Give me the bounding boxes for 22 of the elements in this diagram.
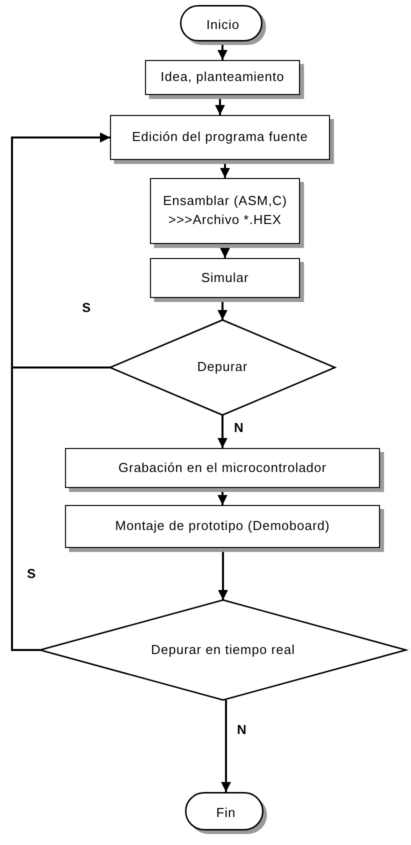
node-label: Inicio [205, 16, 241, 34]
arrow [11, 132, 110, 651]
edge-label: N [235, 722, 248, 737]
edge-label: S [80, 300, 93, 315]
terminal-shape [185, 792, 267, 834]
edge-label: N [232, 420, 246, 435]
node-label: Simular [200, 268, 250, 287]
node-label: Edición del programa fuente [130, 128, 310, 146]
decision-diamond [110, 320, 335, 415]
decision-diamond [40, 600, 406, 700]
terminal-shape [180, 5, 266, 45]
node-label: Depurar en tiempo real [150, 640, 296, 659]
node-label: Grabación en el microcontrolador [117, 458, 328, 477]
arrow [218, 415, 228, 448]
node-label: Fin [215, 804, 237, 822]
node-label: Idea, planteamiento [160, 68, 286, 86]
edge-label: S [25, 566, 38, 581]
arrow [221, 700, 231, 792]
arrow [218, 45, 228, 60]
node-label: Depurar [196, 358, 249, 376]
node-label: Montaje de prototipo (Demoboard) [114, 517, 331, 536]
node-label: Ensamblar (ASM,C) >>>Archivo *.HEX [162, 192, 288, 229]
